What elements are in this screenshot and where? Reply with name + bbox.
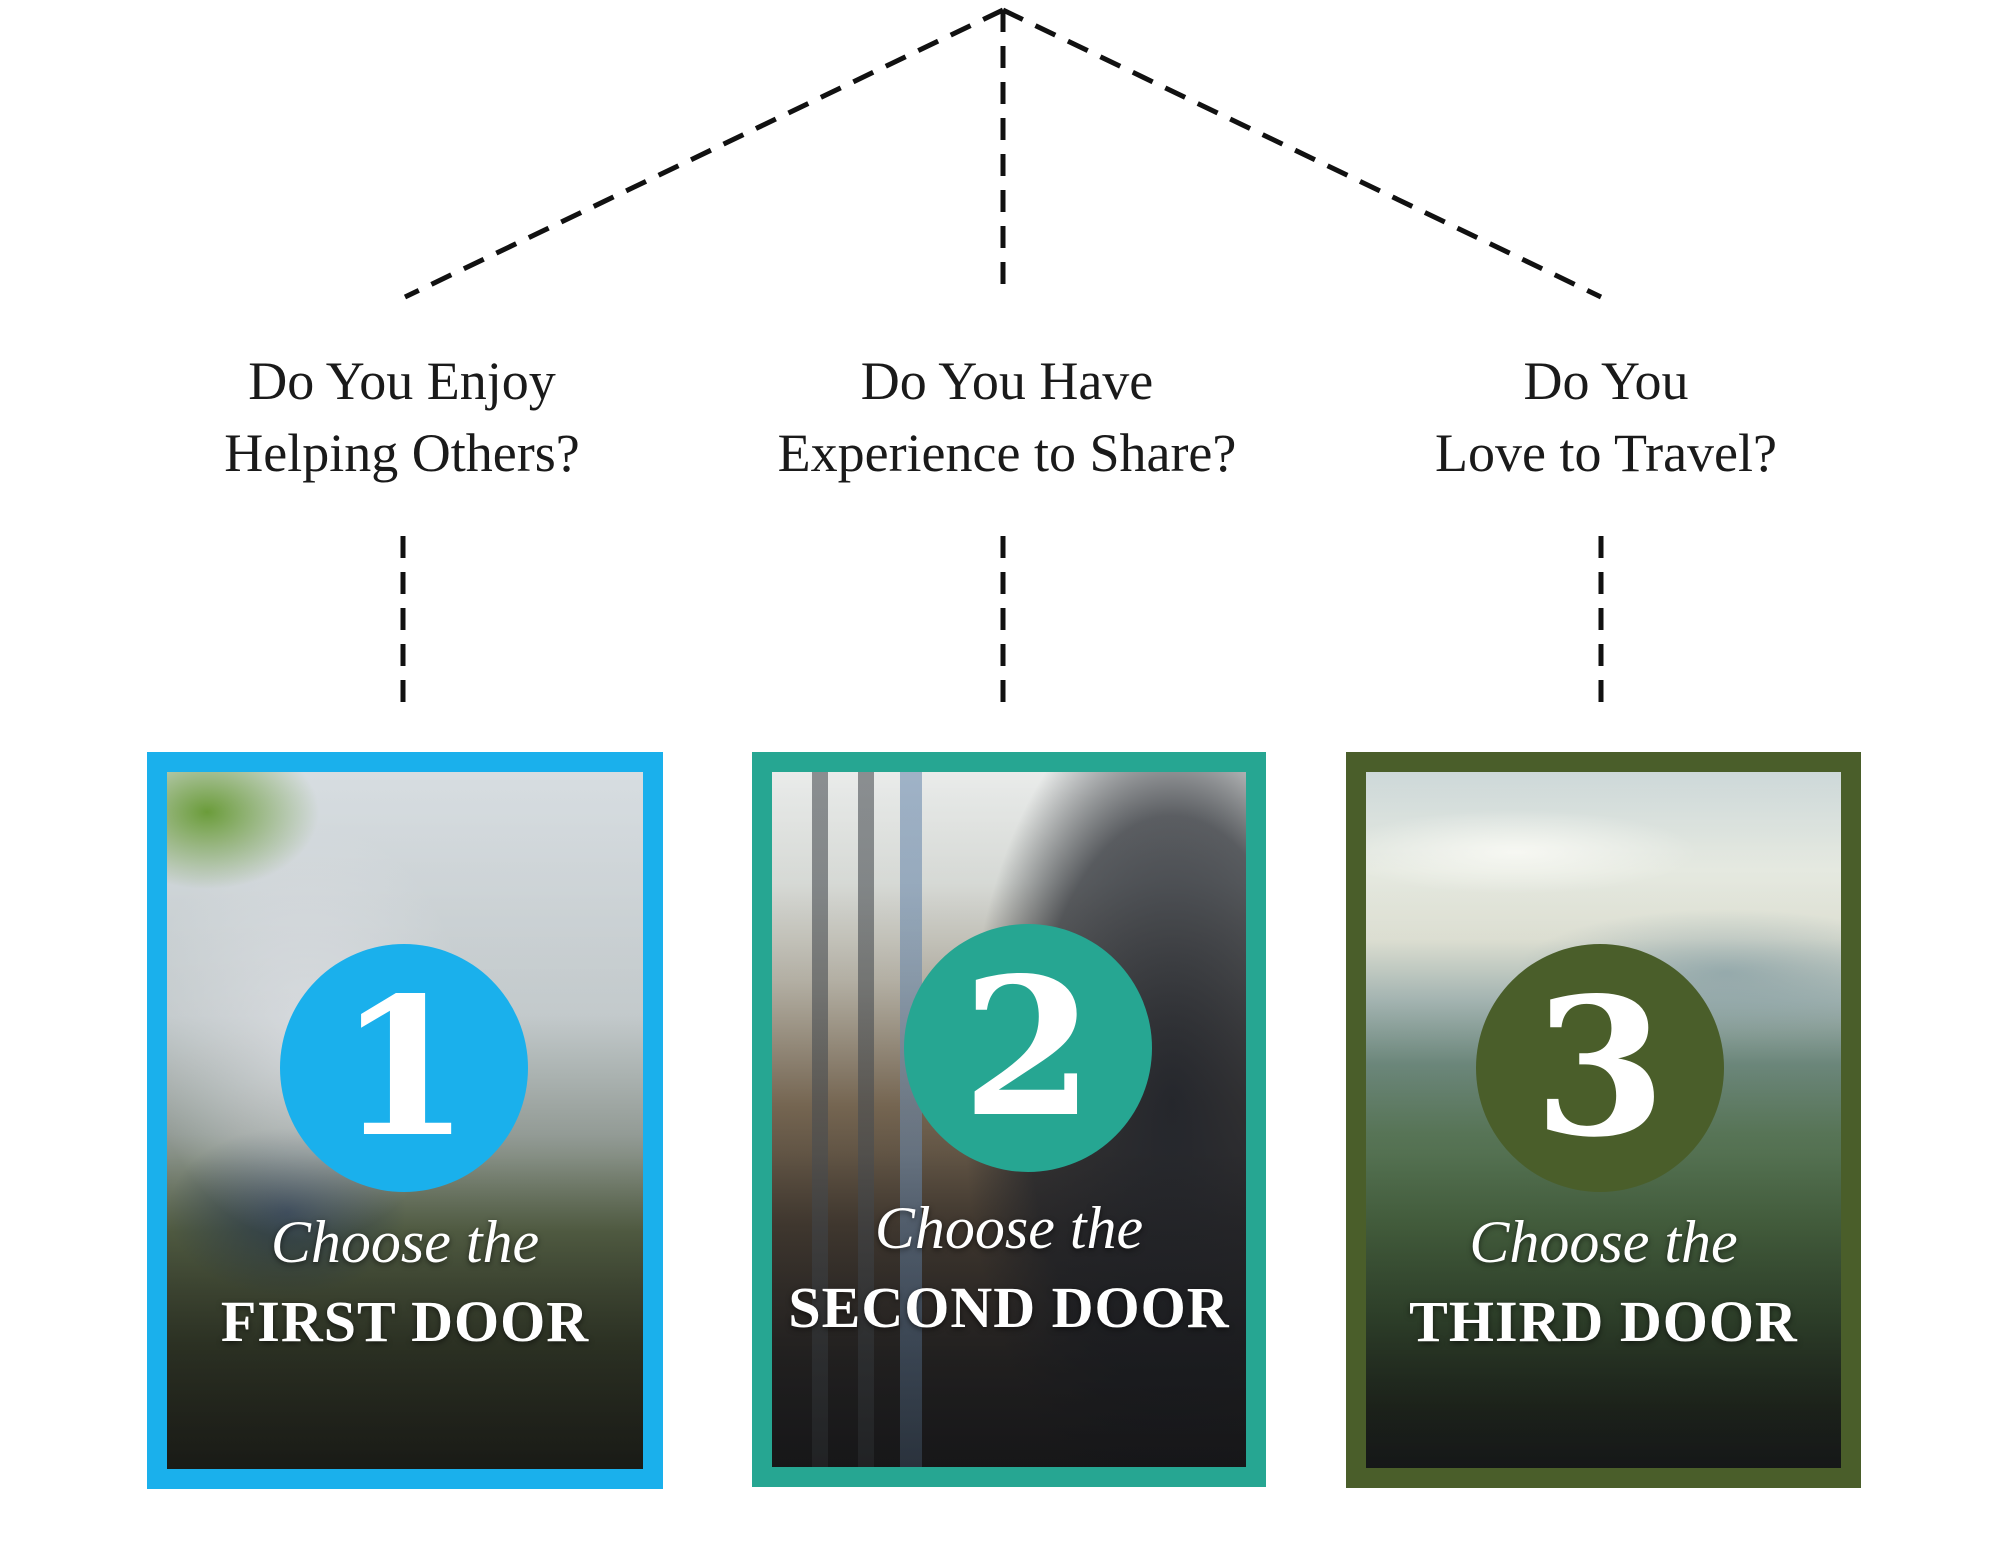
door-card-second[interactable]: 2 Choose the SECOND DOOR: [752, 752, 1266, 1487]
question-experience-to-share: Do You Have Experience to Share?: [727, 345, 1287, 489]
door-caption-lead: Choose the: [167, 1204, 643, 1280]
door-caption-lead: Choose the: [772, 1190, 1246, 1266]
door-caption-label: FIRST DOOR: [167, 1280, 643, 1364]
question-line: Helping Others?: [122, 417, 682, 489]
door-caption: Choose the FIRST DOOR: [167, 1204, 643, 1364]
question-line: Love to Travel?: [1326, 417, 1886, 489]
question-line: Do You: [1326, 345, 1886, 417]
door-number-badge: 2: [904, 924, 1152, 1172]
door-card-inner: 1 Choose the FIRST DOOR: [167, 772, 643, 1469]
door-caption-label: THIRD DOOR: [1366, 1280, 1841, 1364]
door-number: 2: [962, 953, 1094, 1143]
question-line: Do You Enjoy: [122, 345, 682, 417]
door-number: 1: [338, 973, 470, 1163]
question-line: Experience to Share?: [727, 417, 1287, 489]
door-card-inner: 3 Choose the THIRD DOOR: [1366, 772, 1841, 1468]
door-card-first[interactable]: 1 Choose the FIRST DOOR: [147, 752, 663, 1489]
door-caption: Choose the THIRD DOOR: [1366, 1204, 1841, 1364]
question-love-to-travel: Do You Love to Travel?: [1326, 345, 1886, 489]
door-number-badge: 3: [1476, 944, 1724, 1192]
door-caption-label: SECOND DOOR: [772, 1266, 1246, 1350]
question-line: Do You Have: [727, 345, 1287, 417]
door-number-badge: 1: [280, 944, 528, 1192]
question-helping-others: Do You Enjoy Helping Others?: [122, 345, 682, 489]
door-number: 3: [1534, 973, 1666, 1163]
connector-root-to-right: [1003, 10, 1601, 297]
connector-root-to-left: [405, 10, 1003, 297]
door-card-third[interactable]: 3 Choose the THIRD DOOR: [1346, 752, 1861, 1488]
door-caption: Choose the SECOND DOOR: [772, 1190, 1246, 1350]
door-card-inner: 2 Choose the SECOND DOOR: [772, 772, 1246, 1467]
door-caption-lead: Choose the: [1366, 1204, 1841, 1280]
